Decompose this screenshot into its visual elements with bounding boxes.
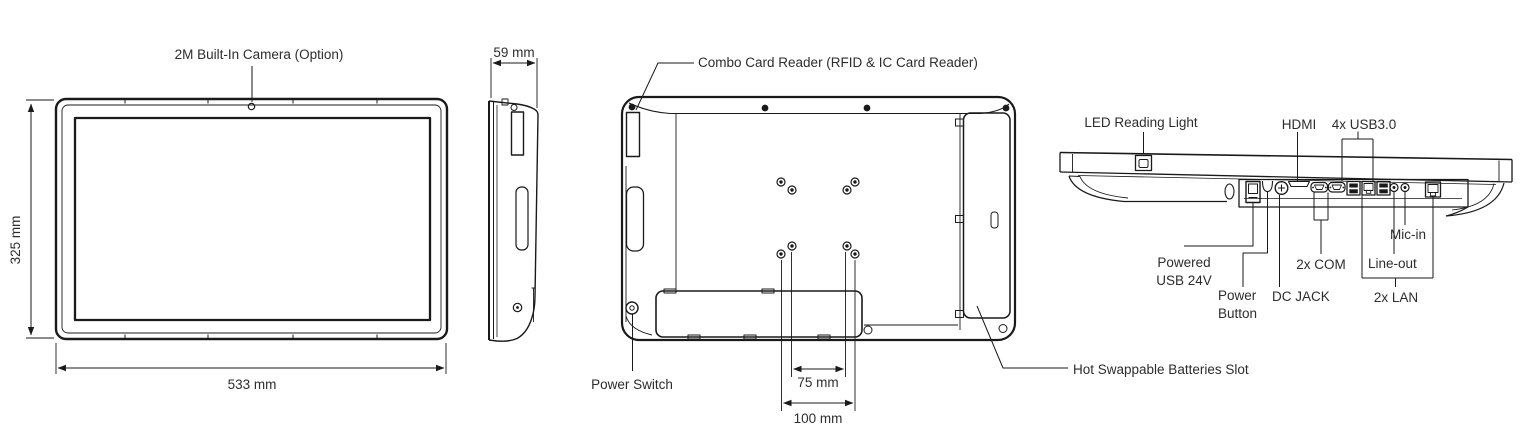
camera-dot: [247, 102, 256, 111]
front-screen: [73, 116, 432, 322]
usb3-port-stack-1: [1346, 180, 1361, 196]
com-label: 2x COM: [1296, 257, 1346, 272]
camera-label: 2M Built-In Camera (Option): [174, 47, 344, 62]
front-outer-case: [54, 97, 449, 341]
com-bracket: [1313, 192, 1329, 254]
battery-slot: [962, 112, 1011, 319]
battery-compartment: [655, 290, 863, 338]
com-port-1: [1310, 181, 1329, 193]
battery-slot-leader-line: [976, 305, 1068, 369]
dc-jack-label: DC JACK: [1272, 289, 1330, 304]
usb3-port-stack-2: [1376, 180, 1391, 196]
bottom-view-drawing: [1059, 131, 1513, 287]
power-button-leader-line: [1242, 192, 1268, 287]
card-reader-slot: [625, 111, 641, 158]
depth-dim-label: 59 mm: [493, 45, 535, 60]
back-shoulder-line: [628, 102, 1010, 115]
power-switch-label: Power Switch: [591, 377, 673, 392]
card-reader-label: Combo Card Reader (RFID & IC Card Reader…: [698, 55, 978, 70]
mic-in-port: [1400, 182, 1410, 193]
dc-jack-port: [1274, 180, 1289, 195]
vesa-100-label: 100 mm: [793, 411, 843, 426]
powered-usb-label: Powered USB 24V: [1156, 255, 1212, 288]
side-view-drawing: [488, 58, 539, 342]
power-switch: [625, 301, 639, 315]
vesa-dimensions: [781, 252, 856, 411]
card-reader-leader-line: [635, 62, 694, 111]
vesa-75-holes: [787, 185, 852, 251]
front-bezel-line: [61, 104, 442, 334]
line-out-label: Line-out: [1368, 256, 1417, 271]
bezel-ticks: [124, 99, 378, 339]
front-view-drawing: [26, 66, 449, 374]
battery-compartment-ticks: [663, 288, 831, 340]
width-dimension: [55, 343, 447, 374]
height-dimension: [26, 99, 54, 339]
mic-label: Mic-in: [1390, 227, 1426, 242]
height-dim-label: 325 mm: [8, 215, 24, 265]
back-top-screws: [628, 103, 1010, 112]
lan-port-2: [1424, 181, 1442, 198]
vesa-100-holes: [776, 177, 860, 259]
side-card-slot: [510, 111, 525, 156]
lan-label: 2x LAN: [1373, 290, 1419, 305]
battery-slot-label: Hot Swappable Batteries Slot: [1073, 362, 1249, 377]
power-button-notch: [1261, 180, 1274, 193]
io-recess: [1238, 178, 1469, 208]
powered-usb-port: [1245, 180, 1261, 204]
powered-usb-leader-line: [1184, 203, 1254, 247]
battery-slot-latches: [955, 118, 999, 318]
hdmi-port: [1287, 180, 1311, 188]
usb3-label: 4x USB3.0: [1331, 117, 1397, 132]
vesa-75-label: 75 mm: [797, 375, 839, 390]
side-power-switch: [512, 302, 523, 313]
led-label: LED Reading Light: [1084, 115, 1198, 130]
side-grip-tab: [515, 186, 529, 251]
hdmi-label: HDMI: [1281, 117, 1317, 132]
led-reading-light: [1134, 154, 1153, 172]
back-view-drawing: [620, 62, 1068, 411]
depth-dimension: [490, 58, 538, 108]
line-out-port: [1389, 182, 1399, 193]
back-side-tab: [625, 186, 645, 252]
usb3-bracket: [1341, 131, 1374, 181]
side-body-outline: [488, 100, 539, 342]
com-port-2: [1327, 181, 1346, 193]
width-dim-label: 533 mm: [227, 377, 277, 392]
lan-port-1: [1361, 180, 1376, 196]
power-button-label: Power Button: [1218, 288, 1258, 321]
lan-bracket: [1361, 195, 1434, 287]
back-outer-case: [620, 95, 1017, 342]
